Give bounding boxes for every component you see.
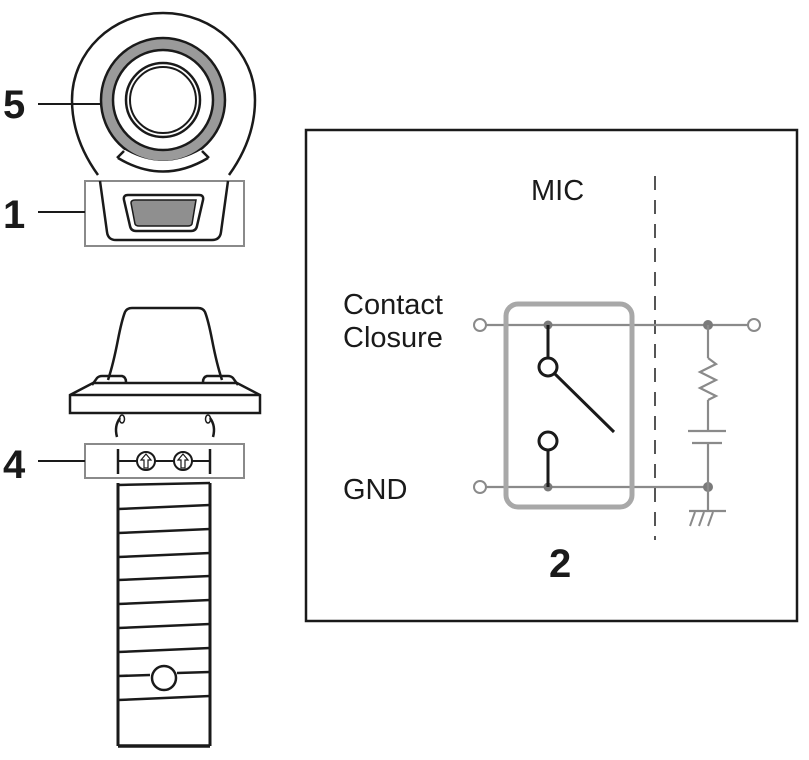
clip-right-hole (204, 414, 212, 424)
callout-5: 5 (3, 83, 25, 127)
callout-2: 2 (549, 542, 571, 586)
mic-side-view: 4 (3, 306, 262, 748)
resistor-icon (697, 357, 719, 401)
flange-tab-left (90, 374, 128, 386)
contact-closure-terminal[interactable] (473, 318, 487, 332)
switch-highlight-box (503, 301, 635, 510)
ring-gap-edge (116, 150, 210, 159)
ring-bottom-arc (117, 156, 209, 173)
ground-icon (689, 509, 726, 527)
shaft-hole (150, 664, 178, 692)
connector-highlight-box (84, 180, 245, 247)
gnd-terminal[interactable] (473, 480, 487, 494)
threaded-shaft (116, 481, 212, 748)
spst-switch-icon (537, 320, 616, 492)
arrow-up-circle-icon (136, 451, 156, 471)
xlr-connector-outline (122, 193, 205, 233)
mic-top-view: 5 1 (3, 11, 257, 247)
mic-capsule-outer (124, 61, 202, 139)
mic-dome (106, 306, 224, 381)
connector-body (98, 180, 230, 242)
ring-gap (120, 150, 206, 170)
contact-closure-label-line2: Closure (343, 322, 443, 354)
callout-4: 4 (3, 443, 26, 487)
arrow-up-circle-icon (173, 451, 193, 471)
callout-1: 1 (3, 193, 25, 237)
xlr-connector-fill (130, 199, 197, 227)
mic-flange (68, 381, 262, 415)
mic-label: MIC (531, 175, 584, 207)
gnd-label: GND (343, 474, 407, 506)
flange-tab-right (201, 374, 240, 386)
mic-output-terminal[interactable] (747, 318, 761, 332)
mic-housing-outline (70, 11, 257, 176)
contact-closure-label-line1: Contact (343, 289, 443, 321)
mic-capsule-inner (129, 66, 197, 134)
schematic-panel: MIC Contact Closure GND (304, 128, 799, 623)
clip-left-hole (118, 414, 126, 424)
